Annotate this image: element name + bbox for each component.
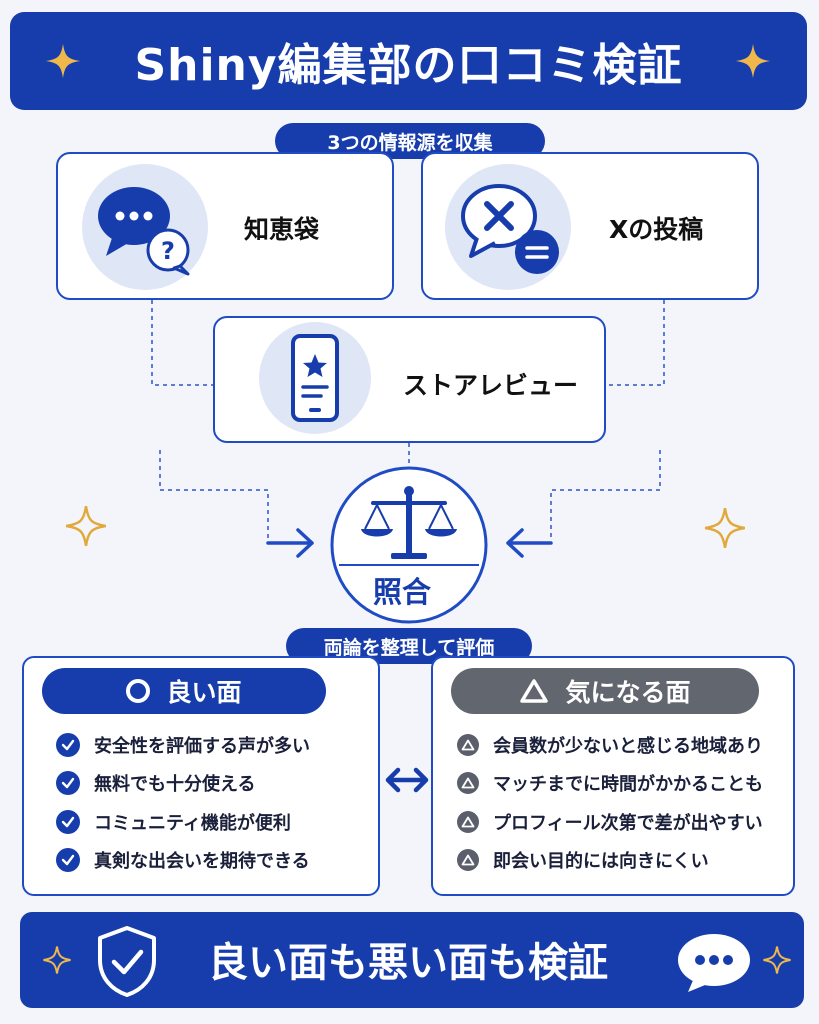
chat-question-icon: ? (82, 164, 208, 290)
smartphone-star-icon (259, 322, 371, 434)
source-label: 知恵袋 (244, 215, 320, 244)
concern-points-title: 気になる面 (565, 678, 691, 707)
double-arrow-icon (385, 767, 429, 793)
compare-label: 照合 (373, 575, 432, 609)
check-icon (56, 810, 80, 834)
source-card-store-review: ストアレビュー (213, 316, 606, 443)
x-post-icon (445, 164, 571, 290)
check-icon (56, 771, 80, 795)
svg-text:?: ? (161, 237, 175, 265)
circle-icon (126, 679, 151, 703)
triangle-icon (457, 811, 479, 833)
page-title: Shiny編集部の口コミ検証 (134, 40, 683, 91)
compare-circle: 照合 (329, 465, 489, 625)
sparkle-icon (735, 43, 771, 79)
source-label: Xの投稿 (609, 215, 704, 244)
triangle-icon (457, 734, 479, 756)
triangle-icon (457, 849, 479, 871)
scale-icon (330, 466, 488, 624)
sparkle-icon (43, 946, 71, 974)
good-points-card: 良い面 安全性を評価する声が多い 無料でも十分使える コミュニティ機能が便利 真… (22, 656, 380, 896)
list-item: 会員数が少ないと感じる地域あり (457, 732, 763, 758)
source-label: ストアレビュー (403, 371, 579, 400)
source-card-x: Xの投稿 (421, 152, 759, 300)
check-icon (56, 848, 80, 872)
triangle-icon (520, 679, 549, 703)
list-item: マッチまでに時間がかかることも (457, 770, 763, 796)
concern-points-card: 気になる面 会員数が少ないと感じる地域あり マッチまでに時間がかかることも プロ… (431, 656, 795, 896)
sparkle-icon (45, 43, 81, 79)
list-item: 安全性を評価する声が多い (56, 732, 310, 758)
speech-bubble-icon (678, 934, 750, 992)
list-item: 即会い目的には向きにくい (457, 847, 709, 873)
shield-check-icon (98, 926, 156, 997)
sparkle-icon (66, 506, 106, 546)
good-points-title: 良い面 (166, 678, 242, 707)
concern-points-header: 気になる面 (451, 668, 759, 714)
header-banner: Shiny編集部の口コミ検証 (10, 12, 807, 110)
list-item: コミュニティ機能が便利 (56, 809, 291, 835)
list-item: プロフィール次第で差が出やすい (457, 809, 763, 835)
list-item: 真剣な出会いを期待できる (56, 847, 310, 873)
sparkle-icon (763, 946, 791, 974)
footer-text: 良い面も悪い面も検証 (208, 940, 608, 986)
list-item: 無料でも十分使える (56, 770, 255, 796)
check-icon (56, 733, 80, 757)
sparkle-icon (705, 508, 745, 548)
good-points-header: 良い面 (42, 668, 326, 714)
footer-banner: 良い面も悪い面も検証 (20, 912, 804, 1008)
source-card-chiebukuro: ? 知恵袋 (56, 152, 394, 300)
triangle-icon (457, 772, 479, 794)
